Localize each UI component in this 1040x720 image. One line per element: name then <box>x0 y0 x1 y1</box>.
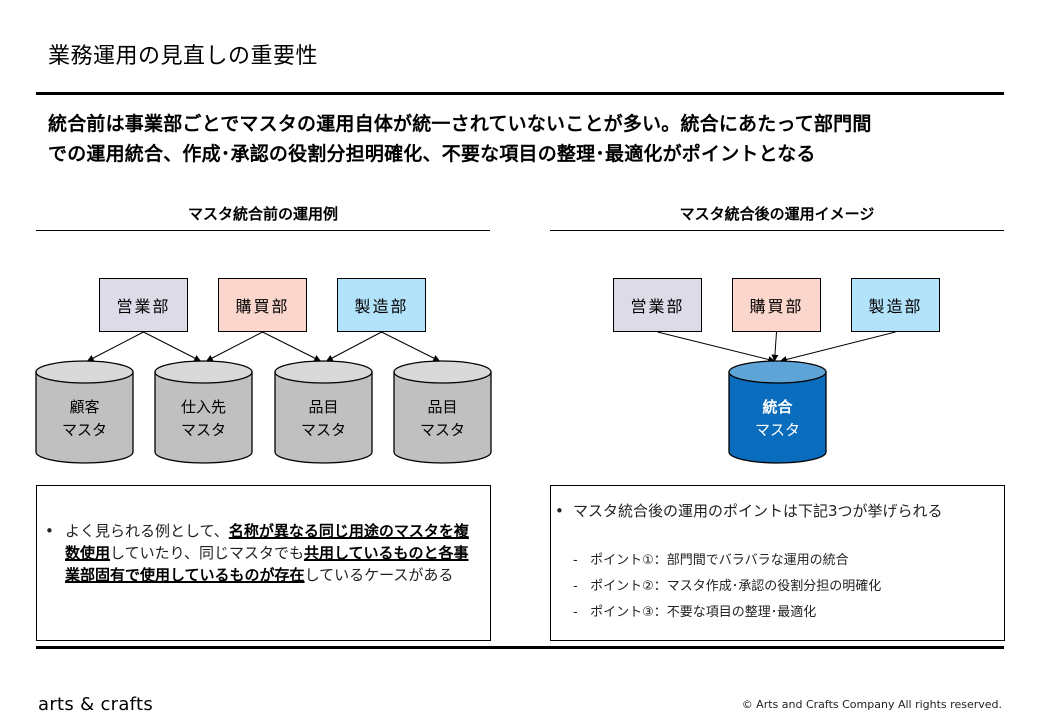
integrated-database-cylinder <box>728 360 827 464</box>
cylinder-top <box>728 360 827 384</box>
dash-marker: - <box>573 605 578 620</box>
dept-label: 製造部 <box>354 297 409 316</box>
note-text-segment: していたり、同じマスタでも <box>110 544 304 562</box>
db-item-master-2: 品目 マスタ <box>394 384 491 456</box>
point-text: ポイント③：不要な項目の整理･最適化 <box>590 605 817 620</box>
left-arrows <box>86 331 441 362</box>
point-item-1: - ポイント①：部門間でバラバラな運用の統合 <box>573 548 993 574</box>
db-label-line2: マスタ <box>419 421 465 439</box>
emphasized-text: 共用しているものと各事業部固有で使用しているものが存在 <box>65 544 469 584</box>
left-note-text: よく見られる例として、名称が異なる同じ用途のマスタを複数使用していたり、同じマス… <box>65 520 483 586</box>
left-dept-manufacturing: 製造部 <box>337 278 426 332</box>
title-divider <box>36 92 1004 95</box>
database-cylinder <box>393 360 492 464</box>
connector-arrow <box>771 331 779 362</box>
left-note-box: • よく見られる例として、名称が異なる同じ用途のマスタを複数使用していたり、同じ… <box>36 485 491 641</box>
summary-line-2: での運用統合、作成･承認の役割分担明確化、不要な項目の整理･最適化がポイントとな… <box>48 143 816 165</box>
right-note-points: - ポイント①：部門間でバラバラな運用の統合 - ポイント②：マスタ作成･承認の… <box>573 548 993 626</box>
dept-label: 営業部 <box>116 297 171 316</box>
copyright-text: © Arts and Crafts Company All rights res… <box>741 698 1002 711</box>
summary-line-1: 統合前は事業部ごとでマスタの運用自体が統一されていないことが多い。統合にあたって… <box>48 113 872 135</box>
cylinder-top <box>274 360 373 384</box>
cylinder-top <box>393 360 492 384</box>
dash-marker: - <box>573 553 578 568</box>
bullet-marker: • <box>45 522 54 540</box>
cylinder-top <box>35 360 134 384</box>
left-panel-rule <box>36 230 490 231</box>
connector-arrow <box>205 331 263 362</box>
cylinder-body <box>274 371 373 464</box>
page-title: 業務運用の見直しの重要性 <box>48 44 319 69</box>
left-panel-title: マスタ統合前の運用例 <box>187 205 338 223</box>
database-cylinder <box>35 360 134 464</box>
db-label-line2: マスタ <box>180 421 226 439</box>
database-cylinder <box>154 360 253 464</box>
dept-label: 購買部 <box>235 297 290 316</box>
point-item-2: - ポイント②：マスタ作成･承認の役割分担の明確化 <box>573 574 993 600</box>
cylinder-top <box>154 360 253 384</box>
right-note-main: マスタ統合後の運用のポイントは下記3つが挙げられる <box>573 502 943 520</box>
right-note-box: • マスタ統合後の運用のポイントは下記3つが挙げられる - ポイント①：部門間で… <box>550 485 1005 641</box>
note-text-segment: しているケースがある <box>304 566 454 584</box>
db-customer-master: 顧客 マスタ <box>36 384 133 456</box>
db-label-line1: 顧客 <box>69 398 100 416</box>
point-text: ポイント②：マスタ作成･承認の役割分担の明確化 <box>590 579 882 594</box>
db-label-line1: 仕入先 <box>180 398 226 416</box>
connector-arrow <box>657 331 776 363</box>
point-item-3: - ポイント③：不要な項目の整理･最適化 <box>573 600 993 626</box>
connector-arrow <box>143 331 202 362</box>
dash-marker: - <box>573 579 578 594</box>
note-text-segment: よく見られる例として、 <box>65 522 229 540</box>
db-label-line1: 品目 <box>308 398 339 416</box>
left-dept-sales: 営業部 <box>99 278 188 332</box>
dept-label: 営業部 <box>630 297 685 316</box>
db-supplier-master: 仕入先 マスタ <box>155 384 252 456</box>
connector-arrow <box>381 331 441 362</box>
right-database <box>728 360 827 464</box>
right-dept-sales: 営業部 <box>613 278 702 332</box>
right-panel-title: マスタ統合後の運用イメージ <box>679 205 875 223</box>
company-logo: arts & crafts <box>38 694 154 715</box>
dept-label: 購買部 <box>749 297 804 316</box>
left-databases <box>35 360 492 464</box>
cylinder-body <box>728 371 827 464</box>
emphasized-text: 名称が異なる同じ用途のマスタを複数使用 <box>65 522 469 562</box>
db-label-line2: マスタ <box>300 421 346 439</box>
cylinder-body <box>154 371 253 464</box>
database-cylinder <box>274 360 373 464</box>
db-item-master-1: 品目 マスタ <box>275 384 372 456</box>
cylinder-body <box>35 371 134 464</box>
connector-arrow <box>86 331 144 362</box>
connector-arrow <box>262 331 322 362</box>
cylinder-body <box>393 371 492 464</box>
right-panel-rule <box>550 230 1004 231</box>
db-label-line1: 品目 <box>427 398 458 416</box>
summary-text: 統合前は事業部ごとでマスタの運用自体が統一されていないことが多い。統合にあたって… <box>48 109 1008 169</box>
connector-arrow <box>325 331 382 362</box>
db-label-line1: 統合 <box>762 398 793 416</box>
bullet-marker: • <box>555 502 564 520</box>
connector-arrow <box>779 331 896 363</box>
right-dept-manufacturing: 製造部 <box>851 278 940 332</box>
db-integrated-master: 統合 マスタ <box>729 384 826 456</box>
right-arrows <box>657 331 896 363</box>
left-dept-purchase: 購買部 <box>218 278 307 332</box>
db-label-line2: マスタ <box>61 421 107 439</box>
bottom-divider <box>36 646 1004 649</box>
point-text: ポイント①：部門間でバラバラな運用の統合 <box>590 553 849 568</box>
right-dept-purchase: 購買部 <box>732 278 821 332</box>
db-label-line2: マスタ <box>754 421 800 439</box>
dept-label: 製造部 <box>868 297 923 316</box>
